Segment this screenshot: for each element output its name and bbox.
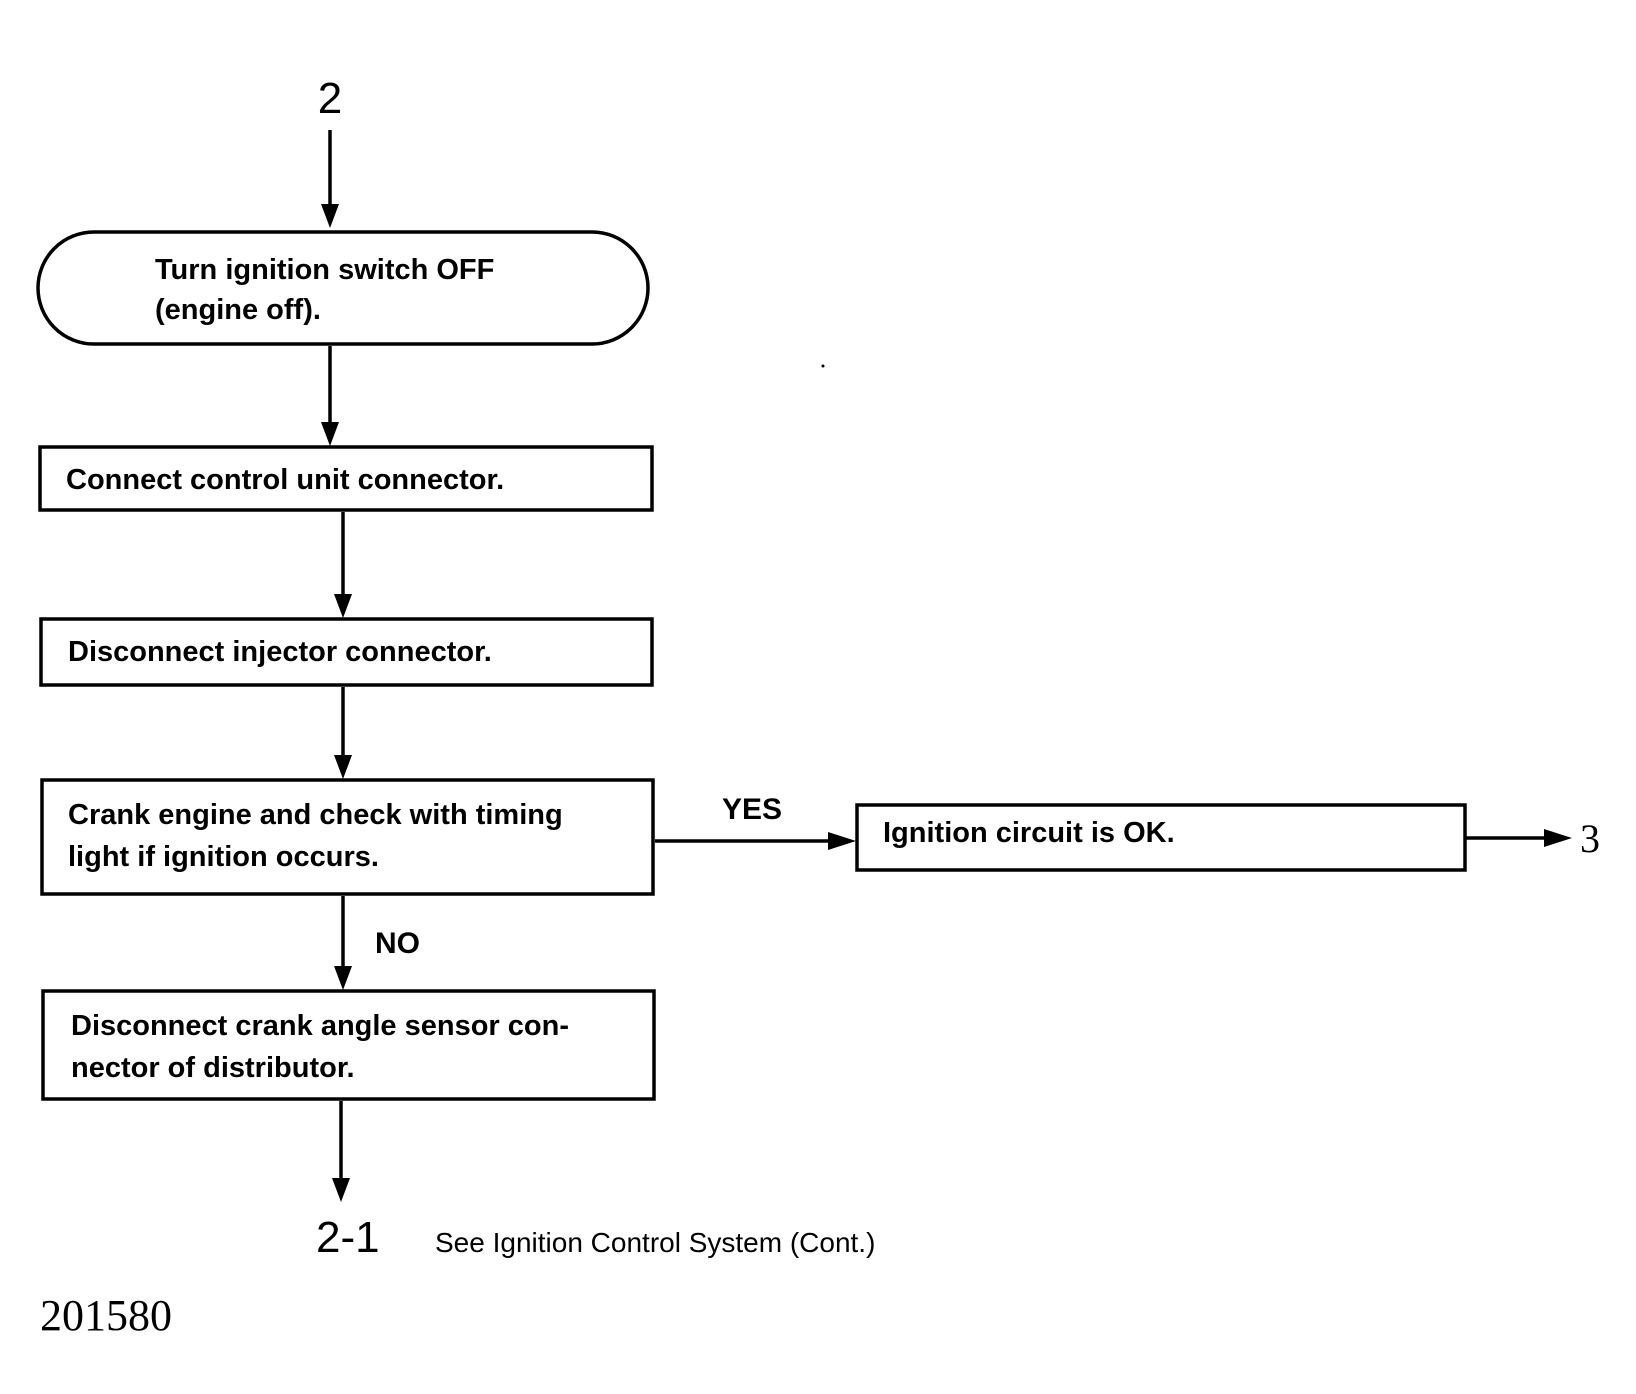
- branch-yes-label: YES: [722, 793, 782, 826]
- arrow-head-exit-bottom: [332, 1178, 350, 1202]
- step-turn-off-line-1: Turn ignition switch OFF: [155, 254, 494, 286]
- step-crank-and-check: Crank engine and check with timing light…: [40, 778, 655, 896]
- step-turn-off-line-2: (engine off).: [155, 294, 321, 326]
- step-ignition-circuit-ok: Ignition circuit is OK.: [855, 803, 1467, 872]
- step-disconnect-sensor-line-2: nector of distributor.: [71, 1052, 355, 1084]
- step-turn-ignition-off: Turn ignition switch OFF (engine off).: [36, 230, 650, 346]
- step-crank-check-line-1: Crank engine and check with timing: [68, 799, 563, 831]
- arrow-head-2: [334, 594, 352, 618]
- terminal-shape: [36, 230, 650, 346]
- step-disconnect-injector-text: Disconnect injector connector.: [68, 636, 492, 668]
- process-box: [40, 778, 655, 896]
- continuation-note: See Ignition Control System (Cont.): [435, 1227, 875, 1258]
- step-connect-unit-text: Connect control unit connector.: [66, 464, 504, 496]
- arrow-head-entry: [321, 204, 339, 228]
- step-crank-check-line-2: light if ignition occurs.: [68, 841, 379, 873]
- arrow-head-yes: [828, 832, 856, 850]
- process-box: [38, 445, 654, 512]
- process-box: [855, 803, 1467, 872]
- scan-speck: [821, 364, 825, 368]
- step-ignition-ok-text: Ignition circuit is OK.: [883, 817, 1175, 849]
- connector-bottom-label: 2-1: [316, 1213, 380, 1262]
- step-disconnect-injector: Disconnect injector connector.: [39, 617, 654, 687]
- process-box: [41, 989, 656, 1101]
- connector-right-label: 3: [1580, 816, 1600, 861]
- arrow-head-3: [334, 755, 352, 779]
- figure-number: 201580: [40, 1291, 172, 1340]
- process-box: [39, 617, 654, 687]
- step-disconnect-crank-sensor: Disconnect crank angle sensor con- necto…: [41, 989, 656, 1101]
- arrow-head-no: [334, 966, 352, 990]
- step-disconnect-sensor-line-1: Disconnect crank angle sensor con-: [71, 1010, 569, 1042]
- step-connect-control-unit: Connect control unit connector.: [38, 445, 654, 512]
- arrow-head-exit-right: [1544, 829, 1572, 847]
- branch-no-label: NO: [375, 927, 420, 960]
- arrow-head-1: [321, 422, 339, 446]
- connector-top-label: 2: [318, 74, 342, 123]
